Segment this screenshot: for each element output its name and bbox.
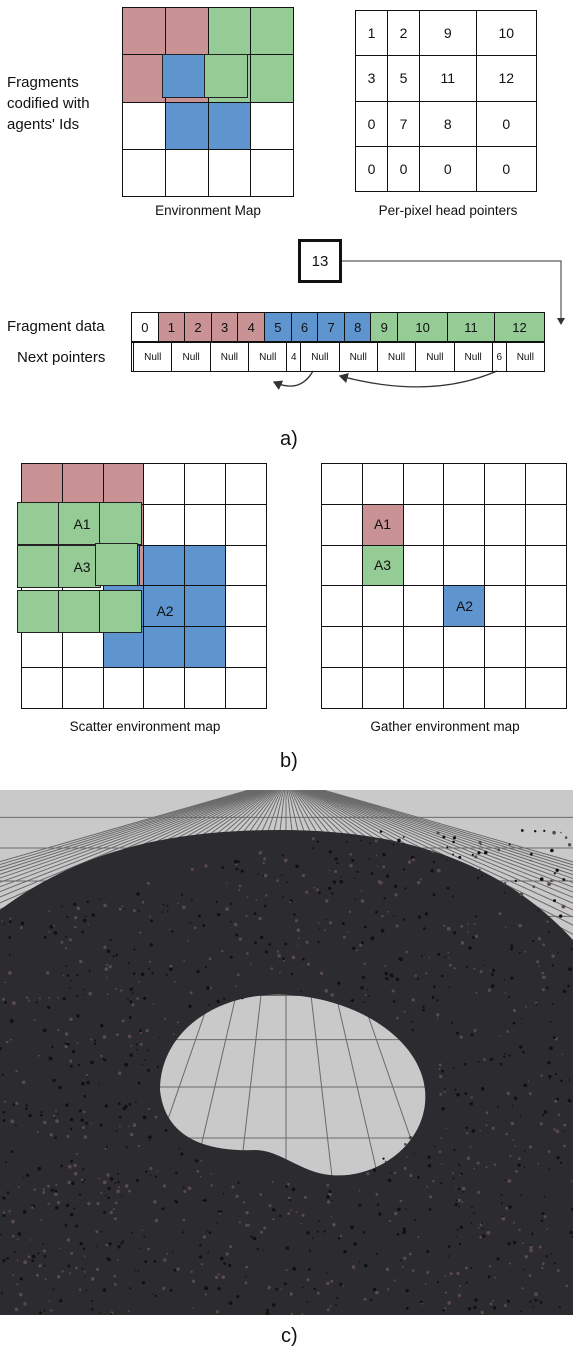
gather-agent-a3: A3 (373, 557, 392, 573)
overlap-fragment-green (204, 54, 248, 98)
head-cell: 0 (475, 145, 538, 193)
fragment-cell: 0 (131, 312, 159, 342)
fragment-cell: 11 (447, 312, 495, 342)
head-cell: 8 (419, 100, 477, 147)
scatter-agent-a2: A2 (156, 603, 174, 619)
head-cell: 5 (387, 55, 421, 102)
fragment-cell: 3 (210, 312, 239, 342)
scatter-fragment-green (58, 590, 101, 633)
side-label-line-1: Fragments (7, 74, 79, 91)
pointer-cell: Null (453, 342, 493, 372)
scatter-fragment-green (99, 590, 142, 633)
fragment-cell: 4 (237, 312, 266, 342)
gather-map-caption: Gather environment map (370, 719, 520, 734)
next-pointers-row: Null Null Null Null 4 Null Null Null Nul… (130, 342, 546, 372)
head-cell: 0 (419, 145, 477, 193)
env-cell (122, 6, 166, 56)
fragment-data-row: 0 1 2 3 4 5 6 7 8 9 10 11 12 (131, 312, 546, 342)
pointer-cell: 4 (286, 342, 302, 372)
env-cell (250, 148, 294, 198)
env-cell (207, 6, 252, 56)
pointer-cell: Null (505, 342, 546, 372)
fragment-cell: 9 (370, 312, 399, 342)
env-cell (250, 6, 294, 56)
pointer-cell: Null (300, 342, 340, 372)
pointer-cell: Null (415, 342, 455, 372)
overlap-fragment-blue (162, 54, 206, 98)
pointer-cell: Null (171, 342, 211, 372)
gather-agent-a2: A2 (455, 598, 474, 614)
side-label-line-2: codified with (7, 95, 90, 112)
env-cell (164, 101, 209, 150)
scatter-map-caption: Scatter environment map (69, 719, 221, 734)
gather-agent-a1: A1 (373, 516, 392, 532)
pointer-arrow-11-to-6 (338, 370, 498, 388)
head-cell: 12 (475, 55, 538, 102)
pointer-cell: Null (376, 342, 417, 372)
pointer-arrow-5-to-4 (272, 370, 314, 390)
pointer-cell: Null (133, 342, 173, 372)
env-cell (164, 6, 209, 56)
head-pointers-grid: 1 2 9 10 3 5 11 12 0 7 8 0 0 0 0 0 (354, 9, 538, 193)
subfigure-label-a: a) (280, 428, 298, 450)
fragment-data-label: Fragment data (7, 318, 105, 335)
scatter-fragment-green (95, 543, 138, 586)
head-pointers-caption: Per-pixel head pointers (378, 203, 518, 218)
subfigure-label-c: c) (281, 1325, 298, 1347)
head-cell: 0 (387, 145, 421, 193)
head-cell: 11 (419, 55, 477, 102)
subfigure-label-b: b) (280, 750, 298, 772)
fragment-cell: 6 (290, 312, 319, 342)
env-map-caption: Environment Map (155, 203, 261, 218)
gather-map-grid (321, 463, 567, 709)
head-cell: 7 (387, 100, 421, 147)
scatter-fragment-green (17, 545, 60, 588)
side-label-line-3: agents' Ids (7, 116, 80, 133)
fragment-cell: 12 (493, 312, 546, 342)
head-cell: 10 (475, 9, 538, 57)
pointer-cell: 6 (491, 342, 507, 372)
scatter-fragment-green (58, 545, 101, 588)
scatter-fragment-green (17, 502, 60, 545)
counter-box: 13 (298, 239, 342, 283)
counter-arrow (272, 260, 565, 390)
side-label: Fragments codified with agents' Ids (7, 72, 122, 135)
head-cell: 0 (475, 100, 538, 147)
pointer-cell: Null (338, 342, 378, 372)
scatter-fragment-green (17, 590, 60, 633)
pointer-cell (130, 342, 135, 372)
scatter-fragment-green (99, 502, 142, 545)
env-cell (207, 101, 252, 150)
head-cell: 9 (419, 9, 477, 57)
fragment-cell: 8 (343, 312, 372, 342)
head-cell: 3 (354, 55, 389, 102)
crowd-simulation-render (0, 790, 573, 1315)
scatter-agent-a1: A1 (73, 516, 91, 532)
fragment-cell: 2 (184, 312, 212, 342)
head-cell: 2 (387, 9, 421, 57)
pointer-cell: Null (209, 342, 250, 372)
head-cell: 0 (354, 100, 389, 147)
pointer-cell: Null (248, 342, 288, 372)
scatter-agent-a3: A3 (73, 559, 91, 575)
fragment-cell: 10 (397, 312, 449, 342)
environment-map-grid (122, 6, 294, 198)
next-pointers-label: Next pointers (17, 349, 106, 366)
fragment-cell: 5 (264, 312, 292, 342)
scatter-fragment-green (58, 502, 101, 545)
fragment-cell: 7 (317, 312, 345, 342)
fragment-cell: 1 (157, 312, 186, 342)
